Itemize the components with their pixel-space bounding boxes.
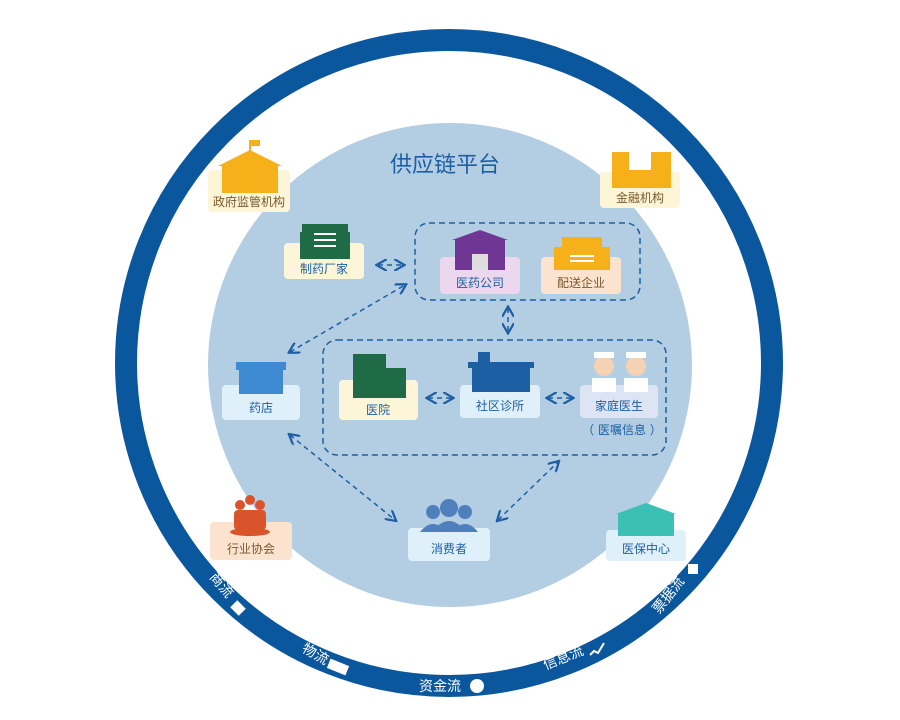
- clinic-icon: [468, 352, 534, 392]
- node-hospital[interactable]: 医院: [339, 354, 418, 420]
- node-manufacturer[interactable]: 制药厂家: [284, 224, 364, 279]
- bag-icon: [230, 600, 246, 616]
- money-bag-icon: [470, 679, 484, 693]
- svg-text:医药公司: 医药公司: [456, 276, 504, 290]
- node-consumer[interactable]: 消费者: [408, 499, 490, 561]
- bank-building-icon: [612, 152, 671, 188]
- svg-text:医保中心: 医保中心: [622, 541, 670, 556]
- node-family-doctor[interactable]: 家庭医生 （ 医嘱信息 ）: [580, 352, 662, 437]
- node-pharmacy[interactable]: 药店: [222, 362, 300, 420]
- provider-group: [322, 339, 667, 456]
- node-insurance[interactable]: 医保中心: [606, 503, 686, 561]
- hospital-icon: [353, 354, 406, 398]
- factory-icon: [300, 224, 350, 259]
- svg-text:行业协会: 行业协会: [227, 541, 275, 556]
- svg-text:制药厂家: 制药厂家: [300, 261, 348, 276]
- platform-title: 供应链平台: [390, 153, 500, 178]
- svg-text:消费者: 消费者: [431, 542, 467, 556]
- svg-text:社区诊所: 社区诊所: [476, 398, 524, 413]
- invoice-icon: [688, 564, 698, 574]
- government-building-icon: [218, 140, 282, 193]
- svg-text:政府监管机构: 政府监管机构: [213, 194, 285, 209]
- store-icon: [236, 362, 286, 394]
- node-pharma-company[interactable]: 医药公司: [440, 230, 520, 294]
- svg-text:药店: 药店: [249, 401, 273, 415]
- svg-text:配送企业: 配送企业: [557, 275, 605, 290]
- node-distribution[interactable]: 配送企业: [541, 237, 621, 294]
- connection-arrows: [290, 265, 572, 520]
- group-icon: [230, 495, 270, 536]
- svg-text:金融机构: 金融机构: [616, 190, 664, 205]
- doctors-icon: [592, 352, 648, 392]
- svg-text:（ 医嘱信息 ）: （ 医嘱信息 ）: [582, 422, 662, 437]
- node-association[interactable]: 行业协会: [210, 495, 292, 560]
- warehouse-icon: [554, 237, 610, 270]
- flow-label-capital: 资金流: [419, 679, 461, 695]
- chart-icon: [589, 642, 605, 656]
- truck-icon: [326, 658, 350, 676]
- institution-icon: [616, 503, 676, 536]
- node-gov[interactable]: 政府监管机构: [208, 140, 290, 212]
- people-icon: [420, 499, 478, 532]
- svg-text:医院: 医院: [366, 403, 390, 417]
- node-finance[interactable]: 金融机构: [600, 152, 680, 208]
- supplier-group: [414, 222, 641, 301]
- node-clinic[interactable]: 社区诊所: [460, 352, 540, 418]
- flow-ring: [115, 29, 783, 697]
- svg-text:家庭医生: 家庭医生: [595, 398, 643, 413]
